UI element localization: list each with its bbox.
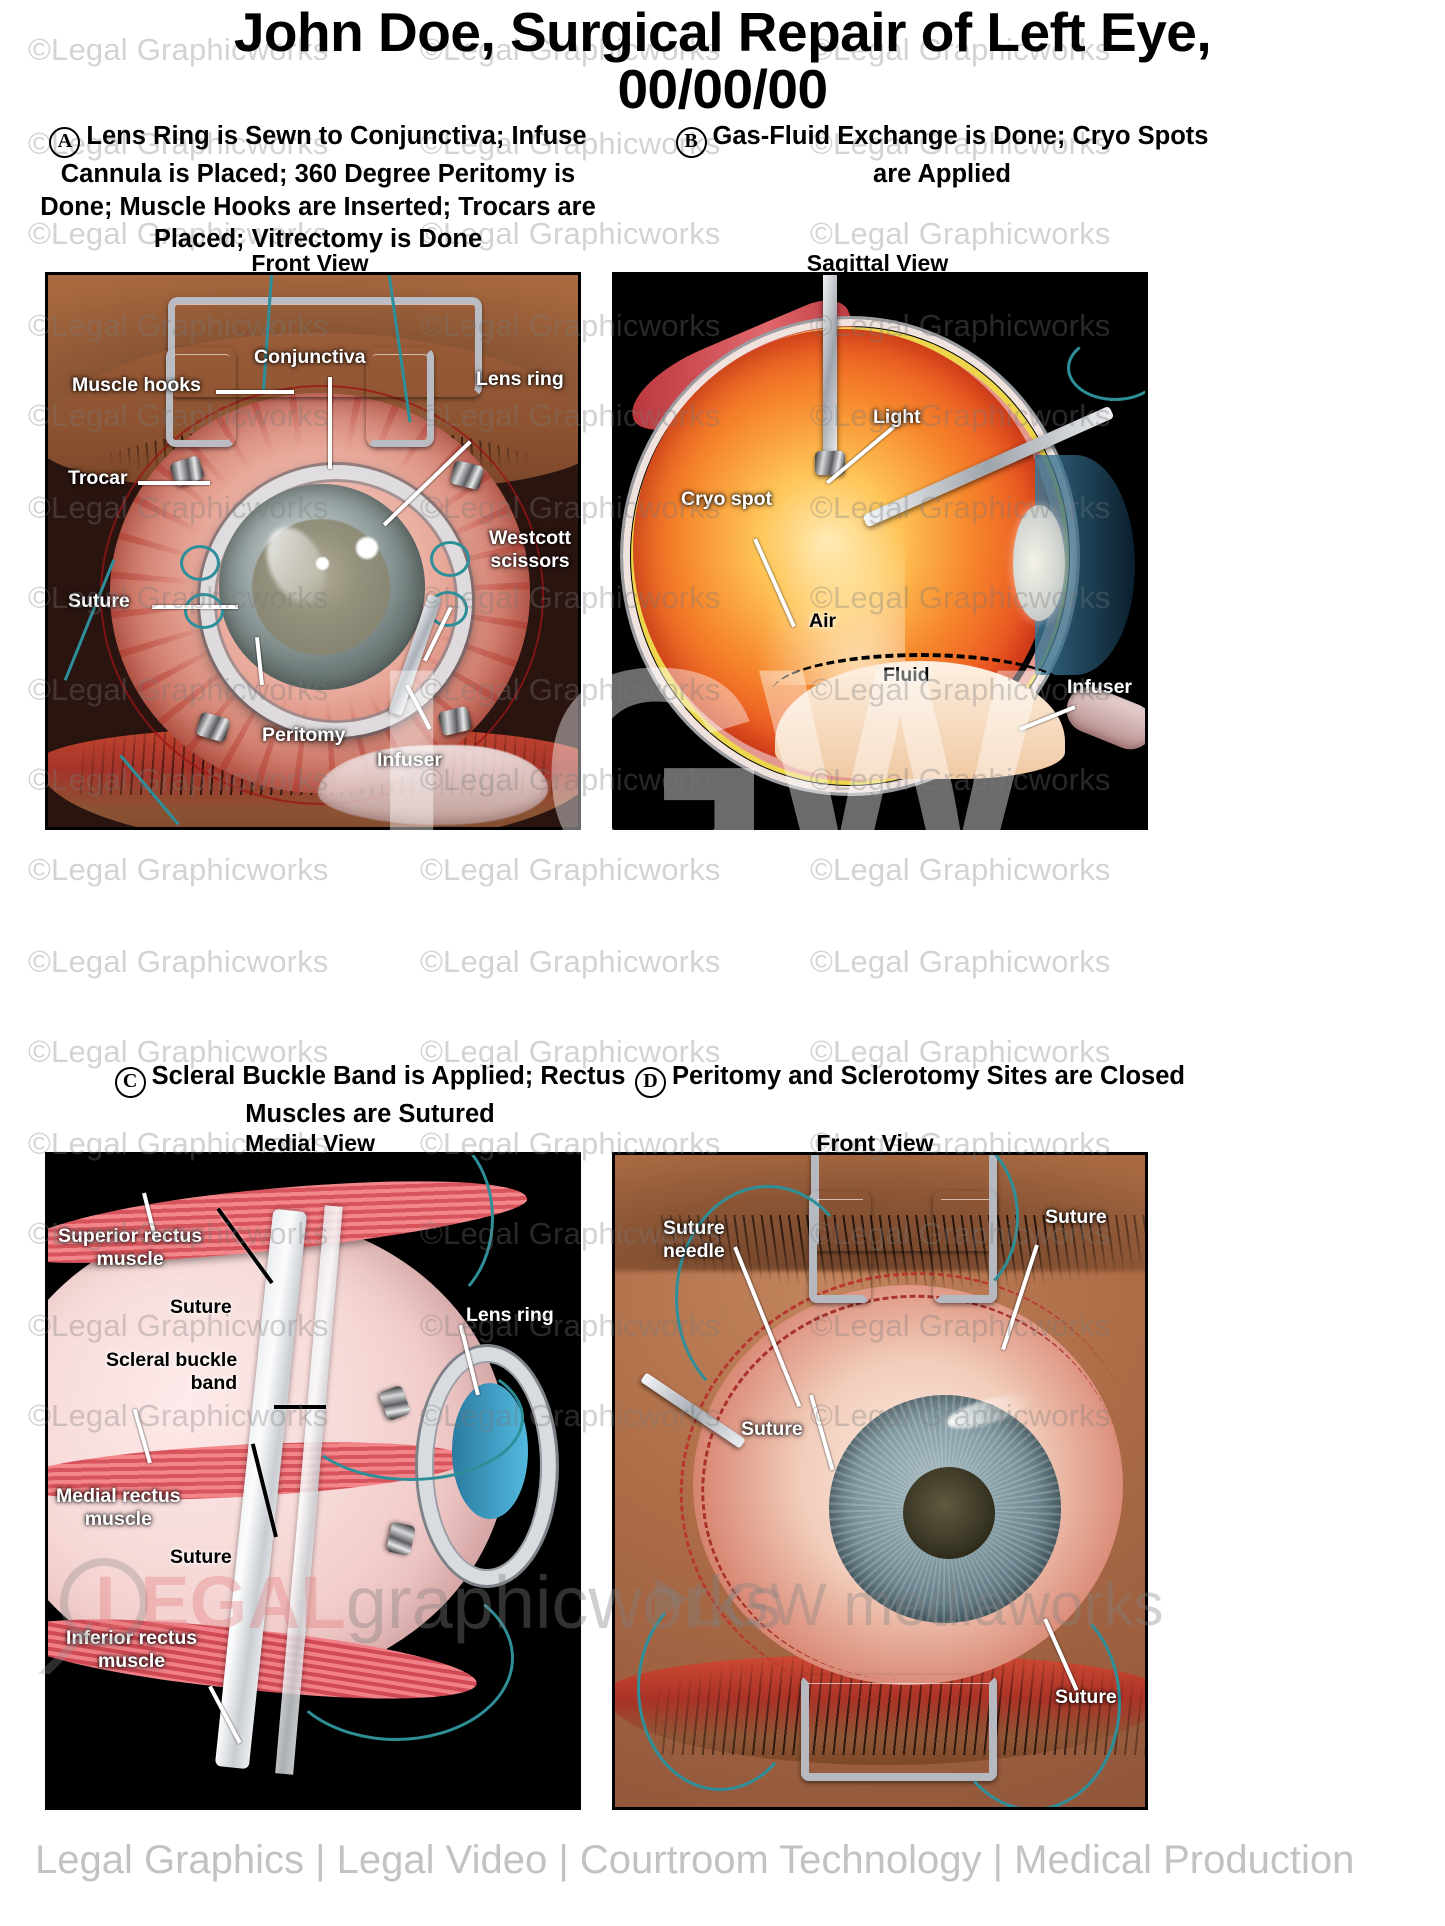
- title-line-2: 00/00/00: [617, 57, 828, 120]
- muscle-hook-right: [366, 347, 434, 447]
- suture-thread-d4: [945, 1595, 1121, 1807]
- suture-thread-c2: [298, 1355, 524, 1481]
- title-line-1: John Doe, Surgical Repair of Left Eye,: [233, 1, 1212, 63]
- label-suture-needle: Suture needle: [663, 1217, 725, 1262]
- label-medial-rectus: Medial rectus muscle: [56, 1485, 181, 1530]
- panel-a-caption-text: Lens Ring is Sewn to Conjunctiva; Infuse…: [40, 122, 596, 254]
- panel-d-caption-text: Peritomy and Sclerotomy Sites are Closed: [671, 1062, 1185, 1090]
- pupil: [903, 1467, 995, 1559]
- suture-loop-left-1: [180, 545, 220, 581]
- suture-thread-c3: [278, 1575, 514, 1741]
- watermark-text: ©Legal Graphicworks: [420, 852, 721, 887]
- leader-suture: [152, 605, 238, 609]
- crystalline-lens: [1013, 505, 1065, 621]
- watermark-text: ©Legal Graphicworks: [810, 852, 1111, 887]
- label-infuser: Infuser: [377, 749, 443, 771]
- label-westcott-scissors: Westcott scissors: [489, 527, 571, 572]
- panel-b-view-label: Sagittal View: [806, 250, 949, 276]
- suture-loop-right-1: [430, 541, 470, 577]
- label-air: Air: [809, 610, 837, 632]
- panel-b-caption-text: Gas-Fluid Exchange is Done; Cryo Spots a…: [712, 122, 1209, 188]
- label-light: Light: [873, 406, 921, 428]
- watermark-text: ©Legal Graphicworks: [810, 944, 1111, 979]
- muscle-hook-left: [166, 347, 236, 447]
- label-fluid: Fluid: [883, 664, 930, 686]
- panel-c-medial-view-image: Superior rectus muscle Lens ring Suture …: [45, 1152, 581, 1810]
- label-suture-c1: Suture: [170, 1296, 232, 1318]
- watermark-play-icon: [655, 1578, 689, 1620]
- panel-c-badge: C: [114, 1067, 146, 1098]
- panel-c-caption-text: Scleral Buckle Band is Applied; Rectus M…: [151, 1062, 626, 1128]
- label-trocar: Trocar: [68, 467, 128, 489]
- label-superior-rectus: Superior rectus muscle: [58, 1225, 203, 1270]
- label-cryo-spot: Cryo spot: [681, 488, 773, 510]
- label-suture-top-right: Suture: [1045, 1206, 1107, 1228]
- suture-thread-c1: [348, 1155, 494, 1311]
- label-peritomy: Peritomy: [262, 724, 346, 746]
- suture-thread-d1: [675, 1185, 861, 1411]
- infuser-cannula: [318, 745, 548, 825]
- label-infuser-b: Infuser: [1067, 676, 1133, 698]
- leader-conjunctiva: [328, 377, 332, 469]
- panel-a-front-view-image: Muscle hooks Conjunctiva Lens ring Troca…: [45, 272, 581, 830]
- panel-b-badge: B: [675, 127, 707, 158]
- label-suture: Suture: [68, 590, 130, 612]
- light-pipe-probe: [823, 275, 837, 469]
- label-conjunctiva: Conjunctiva: [254, 346, 366, 368]
- watermark-circle-icon: [60, 1558, 148, 1646]
- watermark-text: ©Legal Graphicworks: [420, 944, 721, 979]
- label-scleral-buckle-band: Scleral buckle band: [106, 1349, 238, 1394]
- label-muscle-hooks: Muscle hooks: [72, 374, 201, 396]
- panel-d-front-view-image: Suture needle Suture Suture Suture: [612, 1152, 1148, 1810]
- label-lens-ring: Lens ring: [476, 368, 564, 390]
- suture-thread-d2: [873, 1155, 1019, 1305]
- label-suture-bottom-right: Suture: [1055, 1686, 1117, 1708]
- leader-scleral-buckle: [274, 1405, 326, 1409]
- panel-a-badge: A: [49, 127, 81, 158]
- panel-a-view-label: Front View: [251, 250, 369, 276]
- suture-thread-d3: [637, 1585, 803, 1791]
- panel-d-view-label: Front View: [816, 1130, 934, 1156]
- panel-b-sagittal-view-image: Light Cryo spot Air Fluid Infuser: [612, 272, 1148, 830]
- panel-c-view-label: Medial View: [245, 1130, 375, 1156]
- suture-thread-sagittal: [1067, 335, 1145, 401]
- page-title: John Doe, Surgical Repair of Left Eye, 0…: [0, 4, 1445, 117]
- watermark-text: ©Legal Graphicworks: [810, 216, 1111, 251]
- label-lens-ring-c: Lens ring: [466, 1304, 554, 1326]
- suture-loop-left-2: [184, 593, 224, 629]
- label-suture-c2: Suture: [170, 1546, 232, 1568]
- leader-muscle-hooks: [216, 390, 294, 394]
- footer-services-text: Legal Graphics | Legal Video | Courtroom…: [35, 1838, 1355, 1882]
- watermark-text: ©Legal Graphicworks: [28, 944, 329, 979]
- leader-trocar: [138, 481, 210, 485]
- panel-d-badge: D: [634, 1067, 666, 1098]
- label-suture-left: Suture: [741, 1418, 803, 1440]
- watermark-text: ©Legal Graphicworks: [28, 852, 329, 887]
